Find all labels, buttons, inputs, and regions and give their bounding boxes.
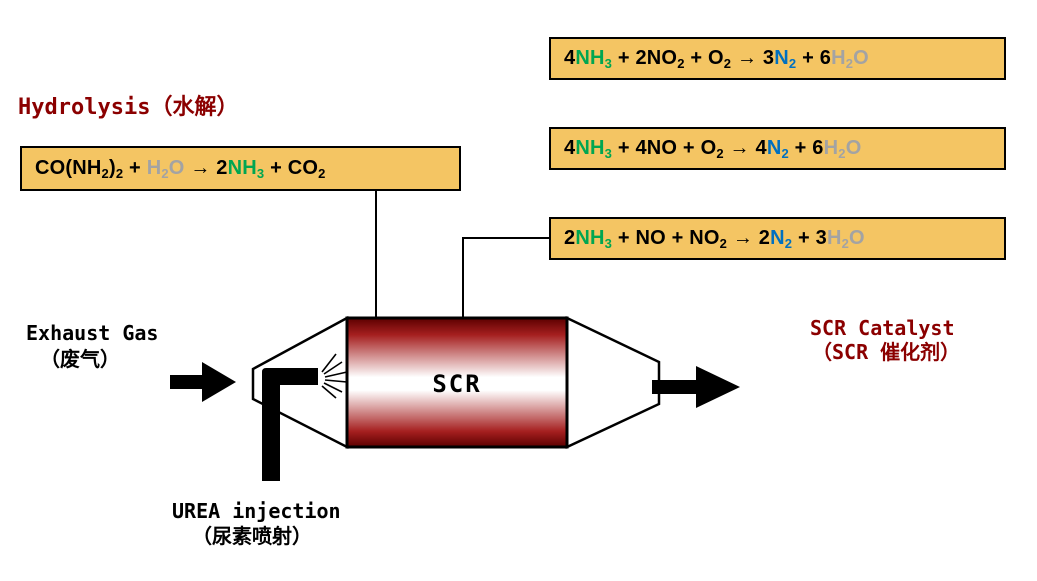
equation-no: 4NH3 + 4NO + O2 → 4N2 + 6H2O [564,136,862,161]
equation-box-no: 4NH3 + 4NO + O2 → 4N2 + 6H2O [549,127,1006,170]
outlet-arrow [652,366,740,408]
outlet-cone [565,316,661,449]
urea-injection-label: UREA injection [172,499,341,523]
equation-no2: 4NH3 + 2NO2 + O2 → 3N2 + 6H2O [564,46,869,71]
exhaust-gas-label: Exhaust Gas [26,321,159,345]
spray-lines [321,353,348,399]
catalyst-body-label: SCR [432,370,481,398]
equation-box-fast: 2NH3 + NO + NO2 → 2N2 + 3H2O [549,217,1006,260]
equation-hydrolysis: CO(NH2)2 + H2O → 2NH3 + CO2 [35,156,326,181]
urea-injection-label-cn: （尿素喷射） [192,524,312,548]
exhaust-arrow [170,362,236,402]
catalyst-body [345,316,569,449]
urea-injector [262,368,318,481]
equation-box-hydrolysis: CO(NH2)2 + H2O → 2NH3 + CO2 [20,146,461,191]
exhaust-gas-label-cn: （废气） [40,347,120,371]
equation-box-no2: 4NH3 + 2NO2 + O2 → 3N2 + 6H2O [549,37,1006,80]
scr-catalyst-label-cn: （SCR 催化剂） [812,340,961,364]
hydrolysis-label: Hydrolysis（水解） [18,95,239,120]
scr-catalyst-label: SCR Catalyst [810,316,955,340]
equation-fast: 2NH3 + NO + NO2 → 2N2 + 3H2O [564,226,865,251]
connector-fast-reaction-line [462,237,549,318]
